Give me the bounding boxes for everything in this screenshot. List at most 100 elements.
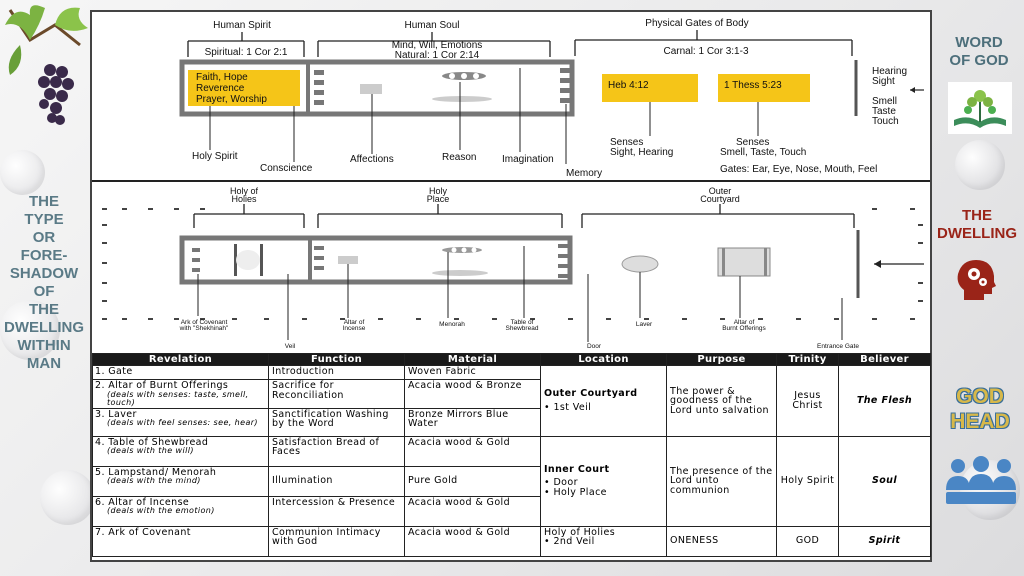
revelation-sub: (deals with the will) [107,446,194,455]
location-item-text: 2nd Veil [553,536,595,547]
human-spirit-label: Human Spirit [213,20,271,31]
heb-box [602,74,698,102]
cell-purpose: ONENESS [666,525,777,557]
bubble-decoration [40,470,95,525]
label-memory: Memory [566,168,602,179]
cell-revelation: 6. Altar of Incense(deals with the emoti… [92,495,269,527]
cell-function: Intercession & Presence [268,495,405,527]
diagrams-svg: Human Spirit Human Soul Physical Gates o… [92,18,930,350]
table-row: 5. Lampstand/ Menorah(deals with the min… [92,465,931,497]
label-entrance-gate: Entrance Gate [817,343,859,350]
soul-ref-1: Mind, Will, Emotions [392,40,483,51]
godhead-line: HEAD [950,410,1010,434]
label-conscience: Conscience [260,163,313,174]
col-material: Material [404,353,541,366]
cell-believer: Soul [838,435,931,527]
location-item: • Holy Place [544,486,607,498]
cell-material: Woven Fabric [404,365,541,380]
table-row: 4. Table of Shewbread(deals with the wil… [92,435,931,527]
location-item: • Door [544,477,578,489]
cell-function: Illumination [268,465,405,497]
label-senses-2: Senses [736,137,769,148]
revelation-text: 3. Laver [95,408,137,420]
label-altar-incense-2: Incense [343,325,366,332]
cell-function: Communion Intimacy with God [268,525,405,557]
label-affections: Affections [350,154,394,165]
spirit-box-line: Faith, Hope [196,72,248,83]
cell-believer: The Flesh [838,365,931,437]
label-table-2: Shewbread [506,325,539,332]
side-title-line: FORE- [20,247,68,264]
cell-function: Sacrifice for Reconciliation [268,379,405,409]
revelation-table: Revelation Function Material Location Pu… [92,353,931,557]
side-title-line: TYPE [24,211,64,228]
label-holy-spirit: Holy Spirit [192,151,238,162]
label-laver: Laver [636,321,653,328]
spirit-box [188,70,300,106]
cell-trinity: Holy Spirit [776,435,839,527]
side-title-line: THE [29,193,59,210]
cell-purpose: The presence of the Lord unto communion [666,435,777,527]
holy-place-label: Holy [429,186,448,196]
people-group-icon [946,456,1016,504]
human-soul-label: Human Soul [404,20,459,31]
table-header: Revelation Function Material Location Pu… [92,353,931,366]
godhead-line: GOD [956,385,1004,408]
location-title: Inner Court [544,463,610,475]
sense-hearing: Hearing [872,66,907,77]
label-table: Table of [511,319,534,326]
thess-box [718,74,810,102]
label-senses-2-detail: Smell, Taste, Touch [720,147,806,158]
side-title-line: WITHIN [17,337,71,354]
label-menorah: Menorah [439,321,465,328]
revelation-text: 2. Altar of Burnt Offerings [95,380,229,391]
location-title: Holy of Holies [544,526,616,538]
dwelling-line: THE [962,207,992,224]
label-senses-1: Senses [610,137,643,148]
spirit-box-line: Reverence [196,83,245,94]
label-altar-incense: Altar of [344,319,365,326]
side-title-line: DWELLING [4,319,84,336]
cell-function: Introduction [268,365,405,380]
label-ark: Ark of Covenant [181,319,228,326]
bubble-decoration [955,140,1005,190]
cell-material: Acacia wood & Gold [404,525,541,557]
label-gates: Gates: Ear, Eye, Nose, Mouth, Feel [720,164,877,175]
col-location: Location [540,353,667,366]
spirit-box-line: Prayer, Worship [196,94,267,105]
spiritual-ref: Spiritual: 1 Cor 2:1 [205,47,288,58]
side-title-line: MAN [26,355,62,372]
cell-material: Bronze Mirrors Blue Water [404,407,541,437]
outer-courtyard-label-2: Courtyard [700,194,740,204]
col-purpose: Purpose [666,353,777,366]
sense-smell: Smell [872,96,897,107]
label-senses-1-detail: Sight, Hearing [610,147,673,158]
grapes-icon [5,5,88,125]
side-title: THE TYPE OR FORE- SHADOW OF THE DWELLING… [4,193,84,373]
word-of-god-line: WORD [955,34,1003,51]
location-title: Outer Courtyard [544,388,638,400]
bubble-decoration [0,150,45,195]
holy-of-holies-label-2: Holies [231,194,257,204]
sense-sight: Sight [872,76,895,87]
holy-place-label-2: Place [427,194,450,204]
label-ark-2: with "Shekhinah" [179,325,229,332]
cell-trinity: GOD [776,525,839,557]
table-row: 7. Ark of Covenant Communion Intimacy wi… [92,525,931,557]
diagram-panel: Human Spirit Human Soul Physical Gates o… [90,10,932,562]
col-trinity: Trinity [776,353,839,366]
table-row: 6. Altar of Incense(deals with the emoti… [92,495,931,527]
label-altar-burnt: Altar of [734,319,755,326]
cell-revelation: 2. Altar of Burnt Offerings(deals with s… [92,379,269,409]
dwelling-line: DWELLING [937,225,1017,242]
col-function: Function [268,353,405,366]
cell-revelation: 4. Table of Shewbread(deals with the wil… [92,435,269,467]
side-title-line: SHADOW [9,265,79,282]
cell-revelation: 7. Ark of Covenant [92,525,269,557]
cell-purpose: The power & goodness of the Lord unto sa… [666,365,777,437]
outer-courtyard-label: Outer [709,186,732,196]
dwelling-label: THE DWELLING [932,207,1022,243]
location-item: • 1st Veil [544,401,592,413]
revelation-sub: (deals with the emotion) [107,506,215,515]
side-title-line: OR [32,229,56,246]
